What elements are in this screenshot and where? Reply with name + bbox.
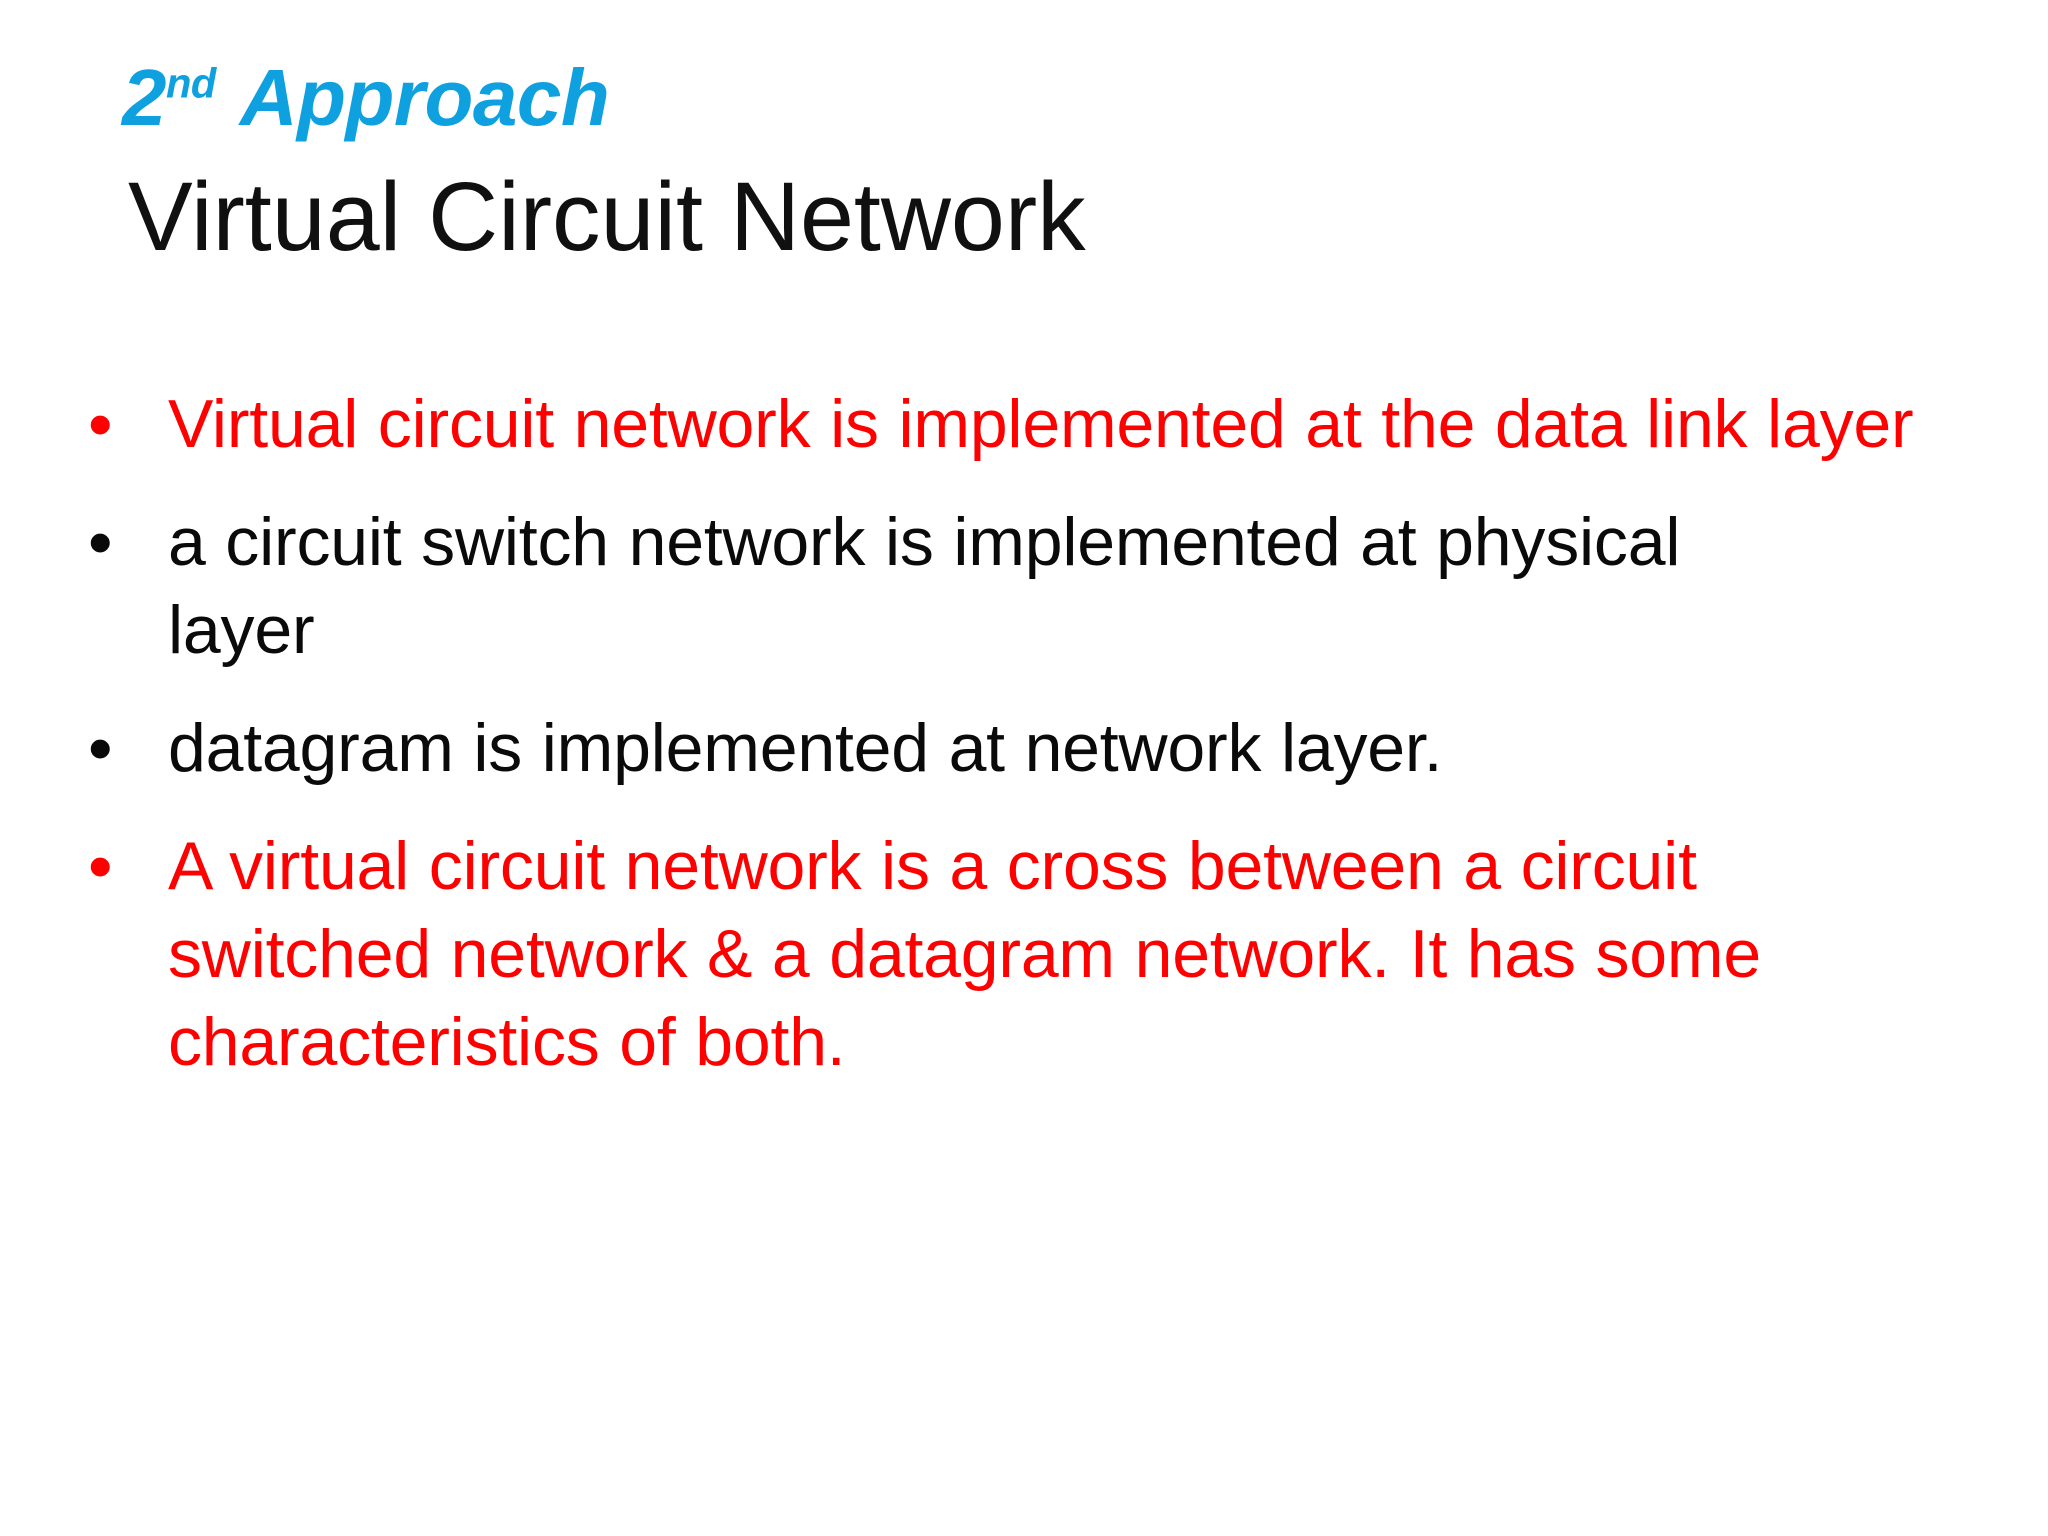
bullet-marker-icon: • [88,709,113,787]
title-approach-word: Approach [239,53,610,142]
bullet-text-3: datagram is implemented at network layer… [168,710,1443,786]
title-ordinal-suffix: nd [166,59,216,107]
bullet-item-4: • A virtual circuit network is a cross b… [0,822,2048,1086]
bullet-text-4: A virtual circuit network is a cross bet… [168,828,1761,1080]
slide-title-approach: 2nd Approach [0,46,2048,150]
bullet-text-1: Virtual circuit network is implemented a… [168,386,1914,462]
slide-bullet-list: • Virtual circuit network is implemented… [0,380,2048,1116]
bullet-marker-icon: • [88,827,113,905]
slide-title-block: 2nd Approach Virtual Circuit Network [0,46,2048,276]
title-ordinal-number: 2 [122,53,167,142]
bullet-item-2: • a circuit switch network is implemente… [0,498,2048,674]
bullet-item-1: • Virtual circuit network is implemented… [0,380,2048,468]
bullet-marker-icon: • [88,385,113,463]
bullet-item-3: • datagram is implemented at network lay… [0,704,2048,792]
bullet-text-2: a circuit switch network is implemented … [168,504,1681,668]
bullet-marker-icon: • [88,503,113,581]
slide-subtitle: Virtual Circuit Network [128,162,1086,271]
